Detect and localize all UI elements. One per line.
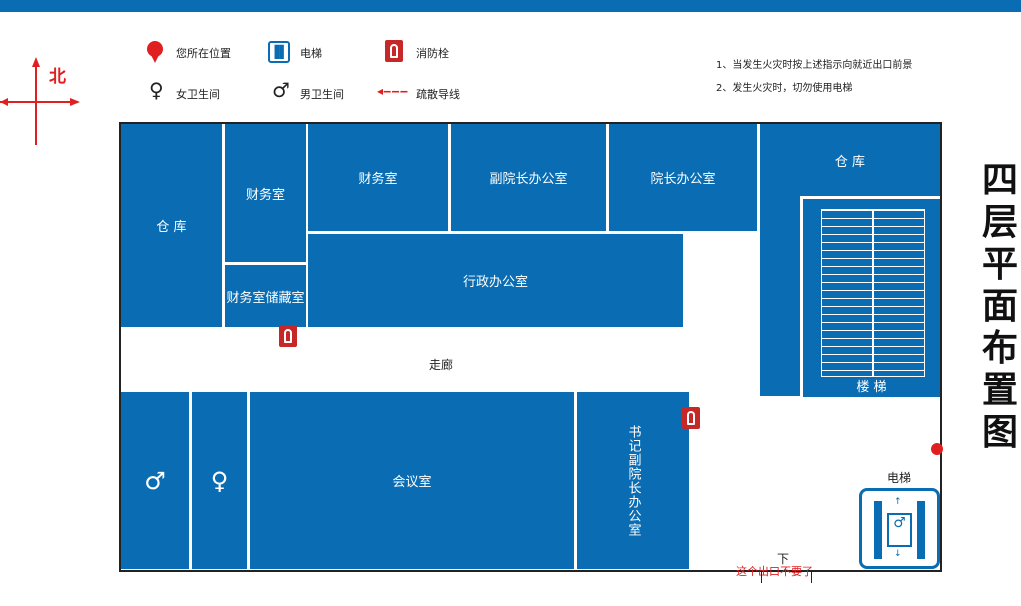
- room-vice-president: 副院长办公室: [451, 124, 606, 231]
- male-icon: ♂: [272, 78, 290, 102]
- legend-evac: 疏散导线: [416, 88, 460, 101]
- room-finance-storage: 财务室储藏室: [225, 265, 306, 327]
- fire-hydrant-icon: [682, 407, 700, 429]
- location-pin-icon: [146, 40, 164, 64]
- down-label: 下: [777, 552, 790, 566]
- note-1: 1、当发生火灾时按上述指示向就近出口前景: [716, 60, 913, 71]
- stairs-steps: [821, 209, 925, 377]
- fire-hydrant-icon: [279, 325, 297, 347]
- top-bar: [0, 0, 1021, 12]
- room-stairs: 楼 梯: [803, 199, 940, 397]
- storage-right-strip: [760, 196, 800, 396]
- annotation-text: 这个出口不要了: [736, 565, 813, 578]
- note-2: 2、发生火灾时，切勿使用电梯: [716, 83, 853, 94]
- exit-marker: [761, 571, 762, 583]
- stairs-label: 楼 梯: [856, 380, 887, 395]
- room-finance-small: 财务室: [225, 124, 306, 262]
- fire-hydrant-icon: [385, 40, 403, 62]
- notes: 1、当发生火灾时按上述指示向就近出口前景 2、发生火灾时，切勿使用电梯: [716, 54, 912, 100]
- male-wc: ♂: [121, 392, 189, 569]
- legend-male-wc: 男卫生间: [300, 88, 344, 101]
- room-storage-left: 仓 库: [121, 124, 222, 327]
- corridor-label: 走廊: [429, 358, 454, 372]
- evac-arrow-icon: ◂‒‒‒: [377, 84, 409, 98]
- room-secretary: 书记副院长办公室: [577, 392, 689, 569]
- room-finance: 财务室: [308, 124, 448, 231]
- male-icon: ♂: [144, 466, 166, 495]
- exit-marker: [811, 571, 812, 583]
- you-are-here-marker: [931, 443, 943, 455]
- elevator-icon[interactable]: ♂ ↑ ↓: [859, 488, 940, 569]
- elevator-icon: ▐▌: [268, 41, 290, 63]
- elevator-label: 电梯: [887, 471, 912, 485]
- room-president: 院长办公室: [609, 124, 757, 231]
- female-wc: ♀: [192, 392, 247, 569]
- room-meeting: 会议室: [250, 392, 574, 569]
- compass-icon: [0, 57, 80, 145]
- female-icon: ♀: [149, 78, 164, 102]
- legend-hydrant: 消防栓: [416, 47, 449, 60]
- legend-female-wc: 女卫生间: [176, 88, 220, 101]
- female-icon: ♀: [210, 466, 229, 495]
- compass-label: 北: [49, 67, 66, 87]
- room-admin: 行政办公室: [308, 234, 683, 327]
- page-title: 四层平面布置图: [981, 160, 1018, 453]
- legend-location: 您所在位置: [176, 47, 231, 60]
- room-storage-right: 仓 库: [760, 124, 940, 196]
- legend-elevator: 电梯: [300, 47, 322, 60]
- floor-outline: [119, 122, 942, 572]
